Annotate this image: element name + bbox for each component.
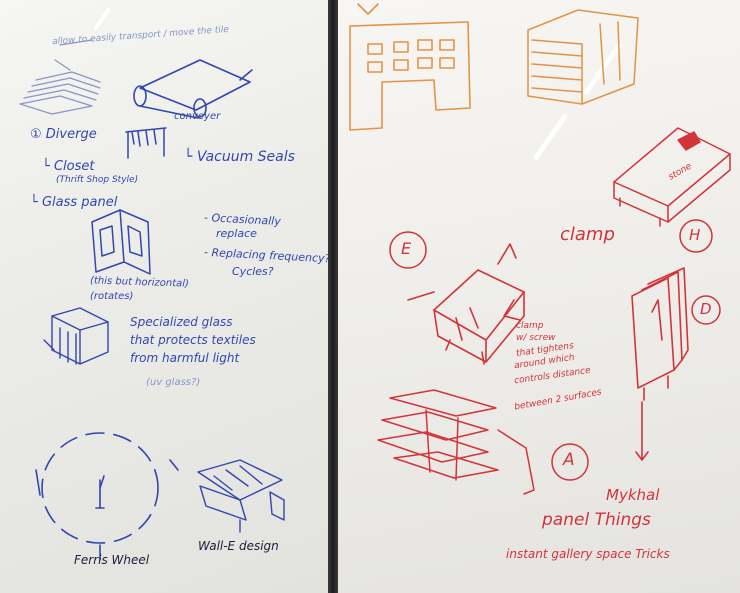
letter-h: H <box>689 226 701 244</box>
label-closet-sub: (Thrift Shop Style) <box>56 175 139 185</box>
label-walle: Wall-E design <box>198 539 279 553</box>
stack-a-sketch <box>377 389 535 495</box>
label-instant: instant gallery space Tricks <box>506 547 670 561</box>
glass-stack-sketch <box>43 307 109 365</box>
stone-box-sketch <box>613 127 731 227</box>
panels-d-sketch <box>631 267 689 461</box>
left-whiteboard: allow to easily transport / move the til… <box>0 0 328 593</box>
label-diverge: ① Diverge <box>30 127 97 142</box>
closet-rack-sketch <box>125 127 167 159</box>
label-rotates: (rotates) <box>90 291 134 302</box>
label-panel-things: panel Things <box>542 510 651 530</box>
conveyor-sketch <box>133 59 253 119</box>
clamp-note-2: w/ screw <box>516 333 556 343</box>
label-glass-panel: └ Glass panel <box>30 195 118 210</box>
label-specialized-2: that protects textiles <box>130 333 256 347</box>
orange-drawer-sketch <box>527 9 639 105</box>
letter-d: D <box>700 300 712 318</box>
ferris-wheel-sketch <box>35 432 179 561</box>
letter-e: E <box>401 239 412 258</box>
walle-sketch <box>197 459 285 533</box>
label-conveyor: conveyer <box>174 111 221 122</box>
label-specialized-1: Specialized glass <box>130 315 233 329</box>
right-sketches <box>349 3 731 495</box>
board-divider <box>328 0 338 593</box>
label-clamp-title: clamp <box>560 224 615 245</box>
label-ferris: Ferris Wheel <box>74 553 150 567</box>
label-specialized-3: from harmful light <box>130 351 240 365</box>
glass-panel-sketch <box>91 209 151 275</box>
label-mykhal: Mykhal <box>606 486 660 504</box>
left-sketches <box>19 39 285 561</box>
label-specialized-4: (uv glass?) <box>146 377 201 388</box>
orange-gallery-sketch <box>349 3 471 131</box>
label-vacuum: └ Vacuum Seals <box>184 149 295 165</box>
clamp-note-1: clamp <box>516 321 544 331</box>
clamp-sketch <box>407 243 525 365</box>
right-whiteboard: stone clamp E H D A clamp w/ screw that … <box>338 0 740 593</box>
letter-circles <box>389 219 721 481</box>
letter-a: A <box>563 450 575 470</box>
label-closet: └ Closet <box>42 159 95 174</box>
label-cycles: Cycles? <box>232 265 274 278</box>
tile-stack-sketch <box>19 39 101 115</box>
label-replace: replace <box>216 227 257 240</box>
